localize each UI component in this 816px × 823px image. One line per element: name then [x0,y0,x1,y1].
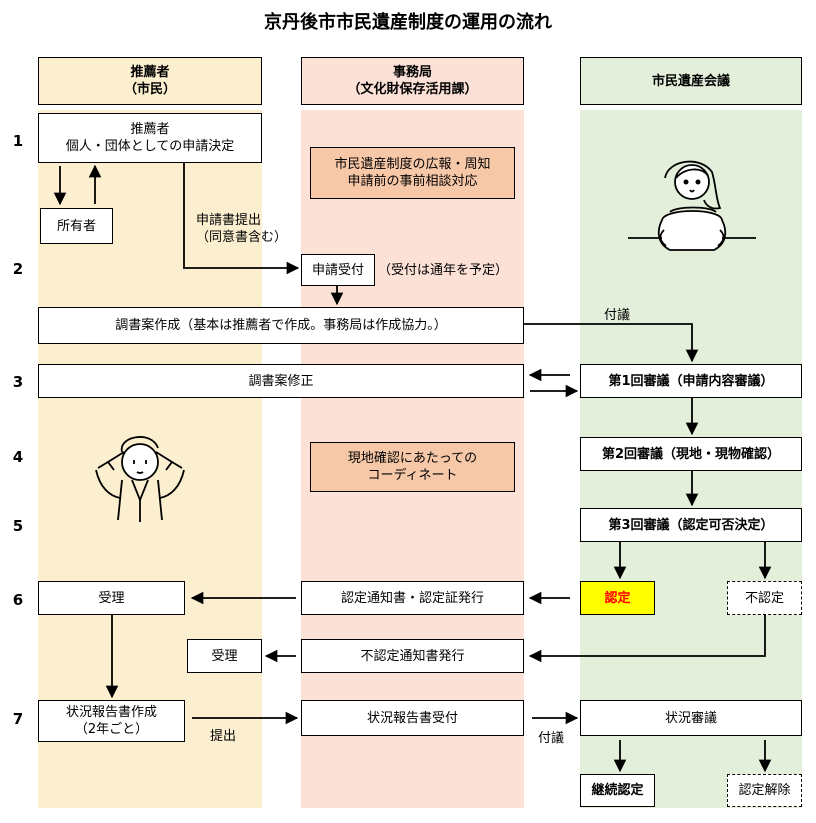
step-number-5: 5 [12,517,24,535]
accept-box-1: 受理 [38,581,185,615]
step-number-6: 6 [12,591,24,609]
refer-label-2: 付議 [538,731,565,746]
council-column-header: 市民遺産会議 [580,57,802,105]
arrow-refer-to-review1 [524,323,699,363]
submit-application-label: 申請書提出 （同意書含む） [196,213,288,245]
accept-box-2: 受理 [187,639,262,673]
recommender-column-header: 推薦者 （市民） [38,57,262,105]
coordination-box: 現地確認にあたっての コーディネート [310,442,515,492]
council-member-illustration [628,160,756,251]
step-number-7: 7 [12,710,24,728]
certificate-issue-box: 認定通知書・認定証発行 [301,581,524,615]
continue-certification-box: 継続認定 [580,774,655,807]
status-report-receipt-box: 状況報告書受付 [301,700,524,736]
step-number-2: 2 [12,260,24,278]
survey-revision-box: 調書案修正 [38,364,524,398]
page-title: 京丹後市市民遺産制度の運用の流れ [264,12,552,33]
step-number-1: 1 [12,132,24,150]
receipt-note-label: （受付は通年を予定） [378,263,509,278]
promotion-box: 市民遺産制度の広報・周知 申請前の事前相談対応 [310,147,515,199]
refer-label-1: 付議 [604,308,631,323]
step-number-3: 3 [12,373,24,391]
review1-box: 第1回審議（申請内容審議） [580,364,802,398]
arrow-submit-application [183,163,300,275]
status-review-box: 状況審議 [580,700,802,736]
submit-label: 提出 [210,729,237,744]
arrow-not-approved-to-notice [528,615,766,663]
step-number-4: 4 [12,448,24,466]
recommender-illustration [95,436,185,522]
survey-creation-box: 調書案作成（基本は推薦者で作成。事務局は作成協力。） [38,307,524,344]
owner-box: 所有者 [40,208,113,244]
not-approved-box: 不認定 [727,581,802,615]
secretariat-column-header: 事務局 （文化財保存活用課） [301,57,524,105]
status-report-box: 状況報告書作成 （2年ごと） [38,700,185,742]
recommender-decision-box: 推薦者 個人・団体としての申請決定 [38,113,262,163]
review2-box: 第2回審議（現地・現物確認） [580,437,802,471]
review3-box: 第3回審議（認定可否決定） [580,508,802,542]
certification-cancel-box: 認定解除 [727,774,802,807]
non-approval-notice-box: 不認定通知書発行 [301,639,524,673]
approved-box: 認定 [580,581,655,615]
application-receipt-box: 申請受付 [301,254,375,286]
